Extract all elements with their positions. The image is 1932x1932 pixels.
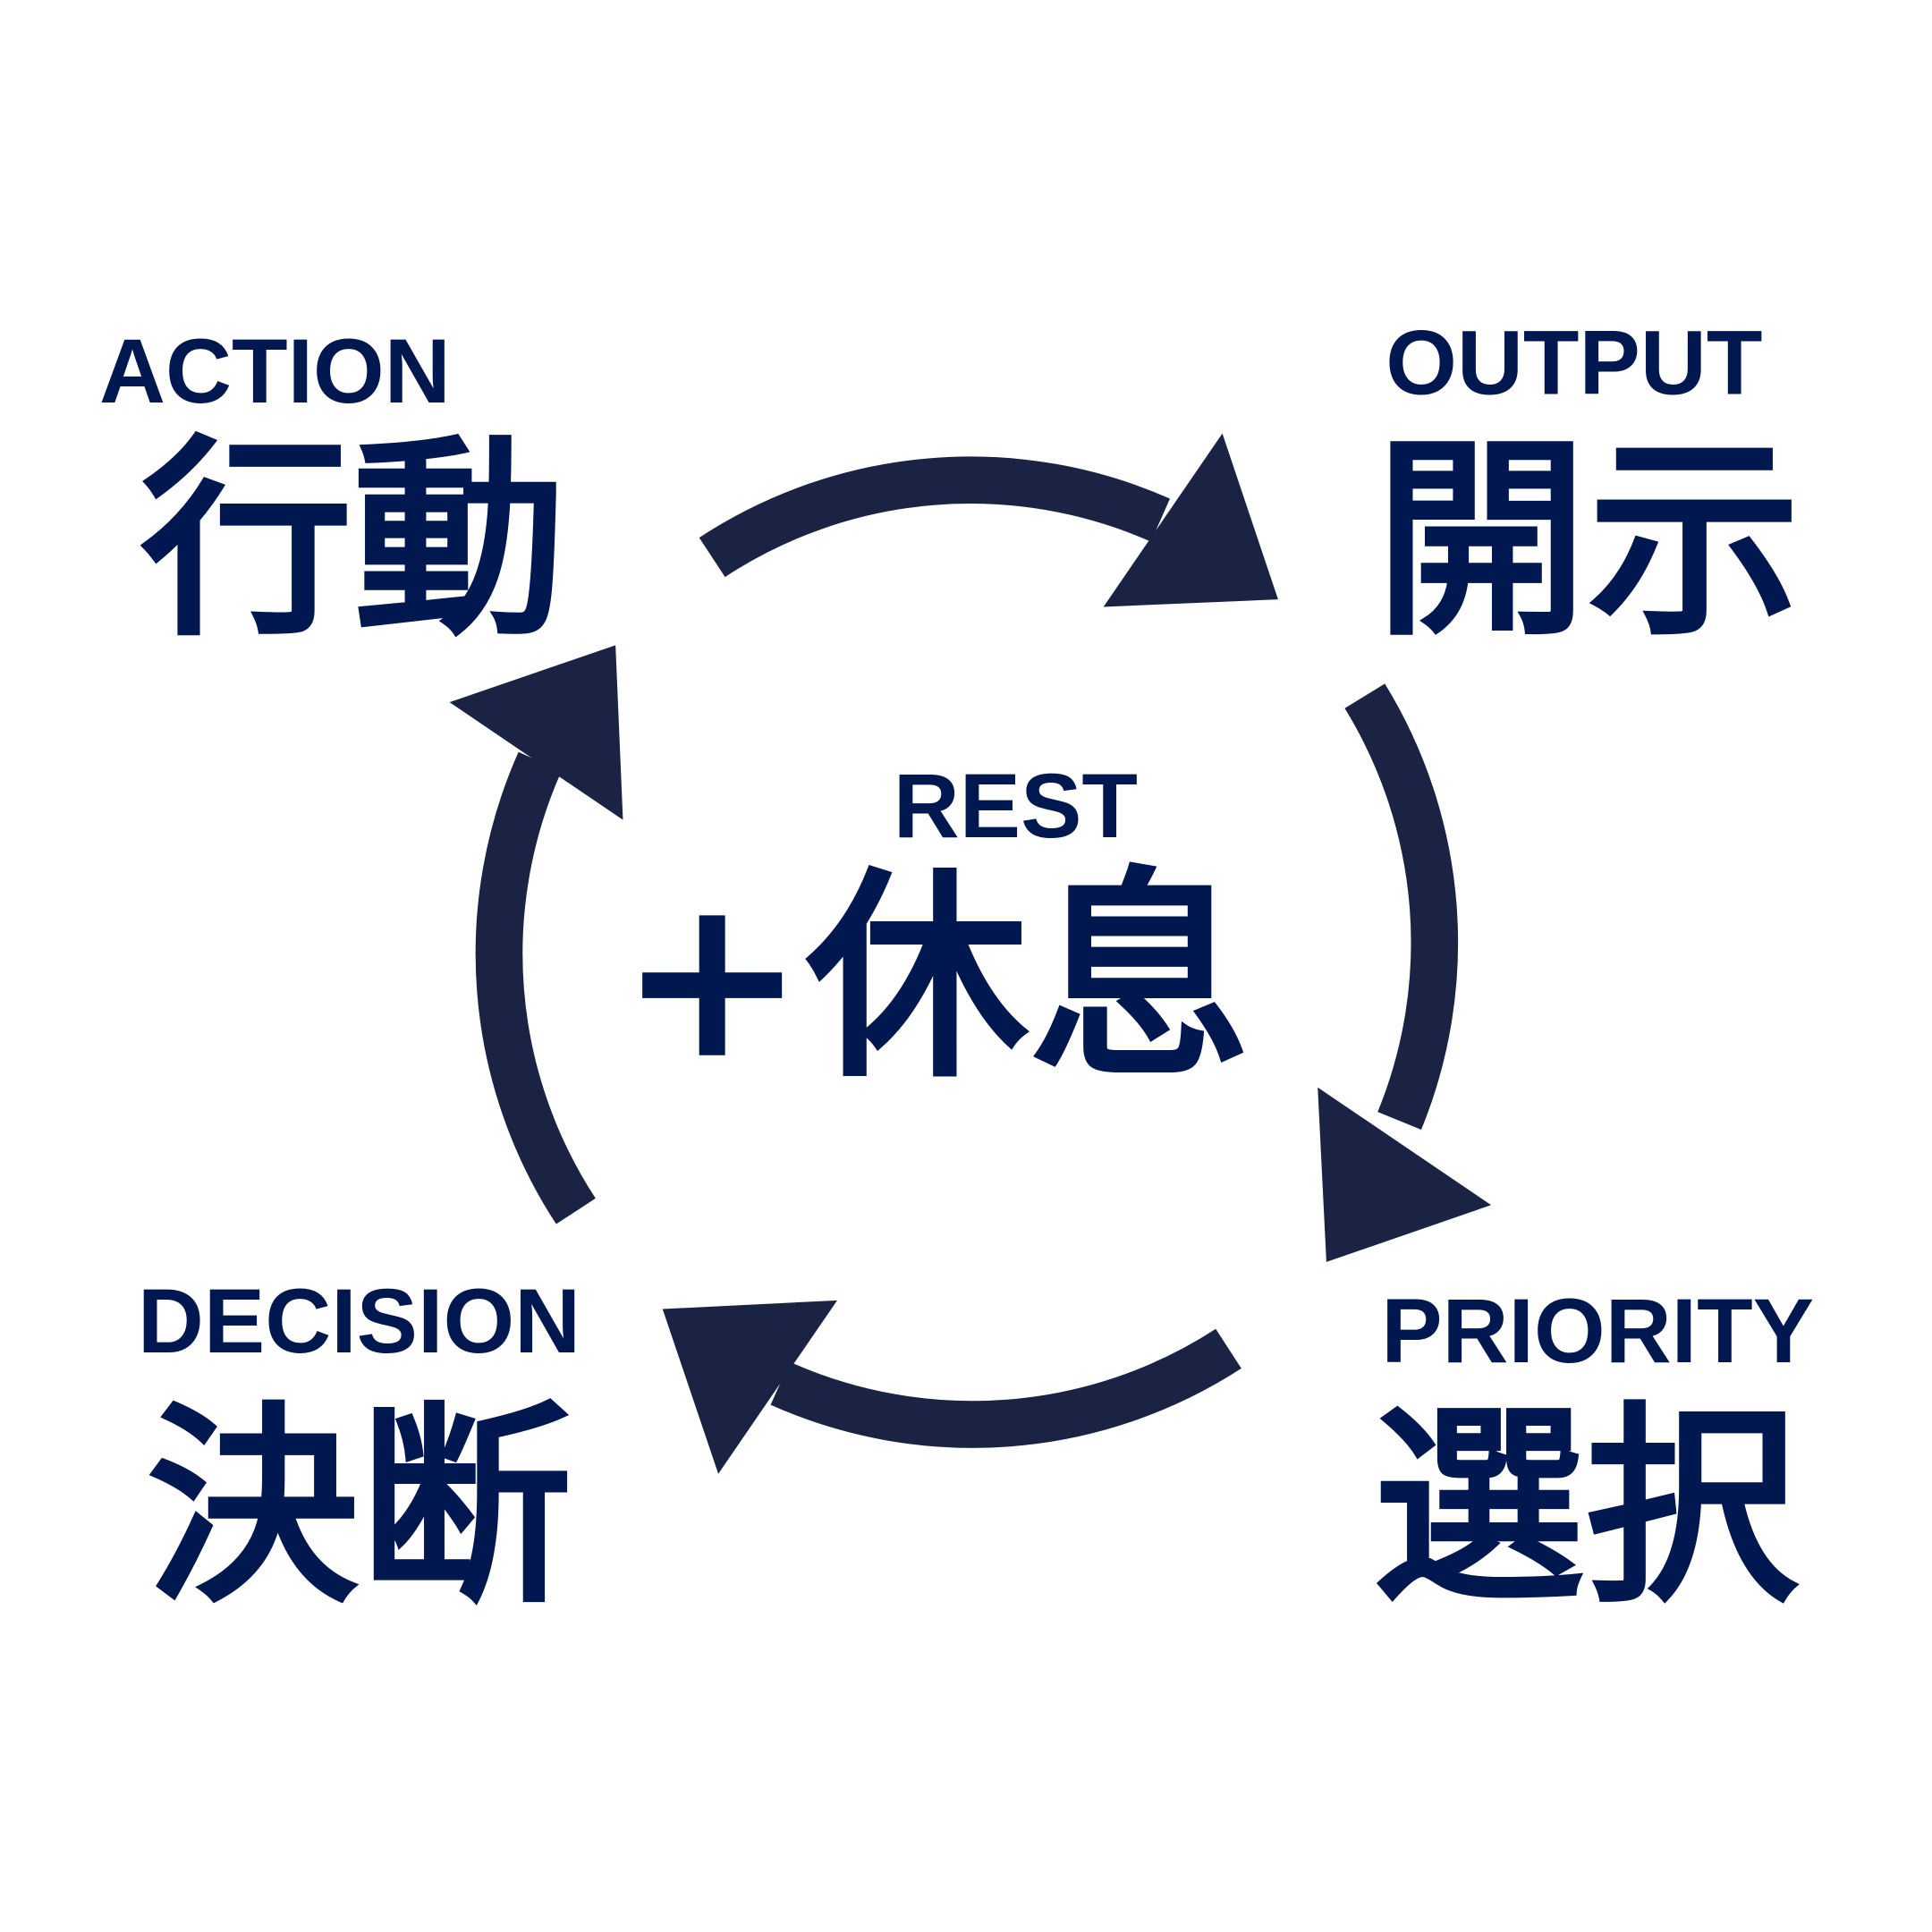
action-label-en: ACTION xyxy=(99,319,451,422)
node-decision: DECISION 決断 xyxy=(138,1269,580,1632)
action-label-jp: 行動 xyxy=(140,418,565,665)
arrow-priority-to-decision xyxy=(662,1300,1241,1474)
node-priority: PRIORITY 選択 xyxy=(1372,1279,1814,1632)
arrow-decision-to-action xyxy=(449,645,623,1224)
rest-label-jp: +休息 xyxy=(619,849,1251,1108)
node-action: ACTION 行動 xyxy=(99,319,566,665)
decision-label-jp: 決断 xyxy=(146,1385,572,1632)
arrow-output-to-priority xyxy=(1318,683,1492,1262)
node-output: OUTPUT 開示 xyxy=(1375,310,1801,665)
output-label-en: OUTPUT xyxy=(1385,310,1762,413)
arrowhead-icon xyxy=(662,1300,837,1474)
priority-label-jp: 選択 xyxy=(1372,1385,1800,1632)
decision-label-en: DECISION xyxy=(138,1269,580,1372)
arrowhead-icon xyxy=(449,645,623,820)
arrowhead-icon xyxy=(1318,1087,1492,1262)
arrow-action-to-output xyxy=(699,433,1278,607)
rest-label-en: REST xyxy=(894,754,1138,857)
output-label-jp: 開示 xyxy=(1375,418,1801,665)
priority-label-en: PRIORITY xyxy=(1381,1279,1814,1382)
center-rest: REST +休息 xyxy=(619,754,1251,1108)
arrowhead-icon xyxy=(1103,433,1278,607)
